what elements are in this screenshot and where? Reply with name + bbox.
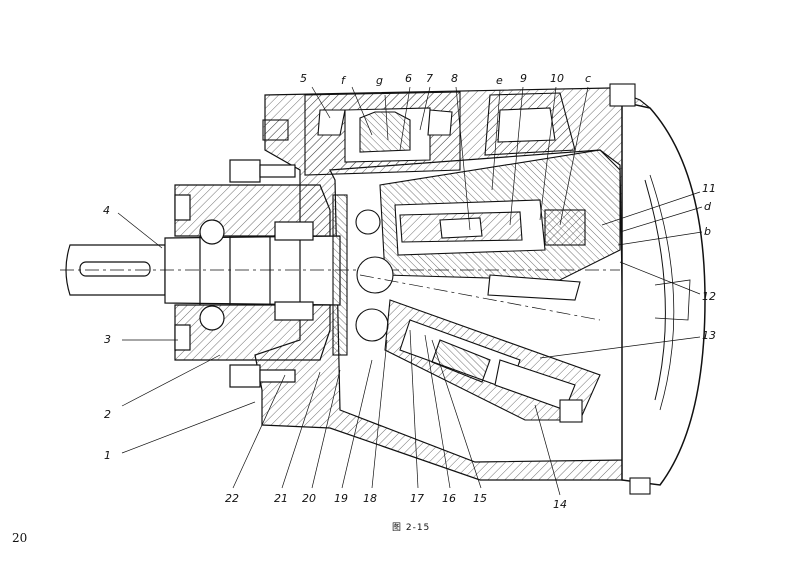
callout-16: 16 — [442, 492, 456, 505]
callout-b: b — [704, 225, 711, 238]
callout-21: 21 — [274, 492, 288, 505]
callout-22: 22 — [225, 492, 239, 505]
callout-1: 1 — [104, 449, 111, 462]
figure-caption: 图 2-15 — [392, 523, 431, 533]
bearing-balls — [332, 194, 394, 356]
swash-piston-assembly — [359, 274, 601, 423]
callout-5: 5 — [300, 72, 307, 85]
callout-12: 12 — [702, 290, 716, 303]
cylinder-block — [379, 149, 621, 281]
callout-17: 17 — [410, 492, 424, 505]
page-number: 20 — [12, 531, 28, 545]
callout-2: 2 — [104, 408, 111, 421]
callout-7: 7 — [426, 72, 433, 85]
callout-15: 15 — [473, 492, 487, 505]
callout-d: d — [704, 200, 712, 213]
callout-f: f — [341, 74, 347, 87]
callout-labels: 5 f g 6 7 8 e 9 10 c 11 d b 12 13 4 3 2 … — [103, 72, 716, 511]
top-right-plug — [609, 83, 651, 495]
input-shaft — [60, 235, 620, 306]
callout-18: 18 — [363, 492, 377, 505]
callout-e: e — [496, 74, 503, 87]
callout-g: g — [376, 74, 383, 87]
callout-3: 3 — [104, 333, 111, 346]
callout-19: 19 — [334, 492, 348, 505]
callout-9: 9 — [520, 72, 527, 85]
callout-14: 14 — [553, 498, 567, 511]
callout-4: 4 — [103, 204, 110, 217]
front-flange — [174, 159, 331, 388]
callout-8: 8 — [451, 72, 458, 85]
callout-6: 6 — [405, 72, 412, 85]
callout-11: 11 — [702, 182, 716, 195]
callout-13: 13 — [702, 329, 716, 342]
leader-lines — [117, 86, 703, 496]
callout-10: 10 — [550, 72, 564, 85]
callout-c: c — [585, 72, 591, 85]
callout-20: 20 — [302, 492, 316, 505]
